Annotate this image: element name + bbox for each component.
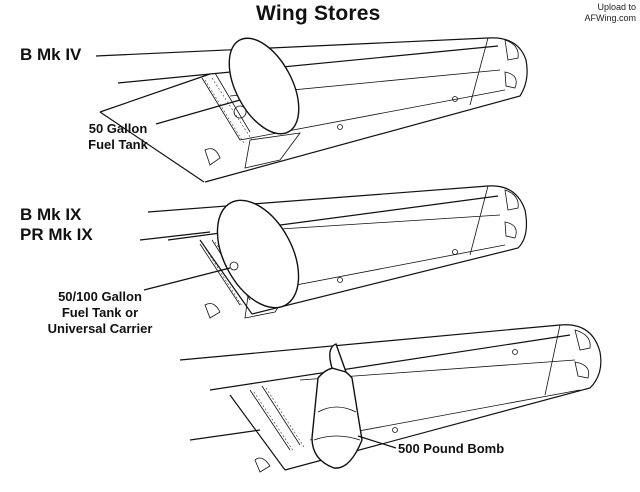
store-callout-line: Fuel Tank — [88, 137, 148, 152]
store-callout-bottom: 500 Pound Bomb — [398, 441, 504, 457]
model-label-line: PR Mk IX — [20, 225, 93, 244]
store-callout-line: 500 Pound Bomb — [398, 441, 505, 456]
wing-drawing-middle — [139, 185, 528, 319]
wing-drawing-bottom — [179, 324, 602, 473]
page-title: Wing Stores — [256, 2, 381, 25]
store-callout-line: Universal Carrier — [47, 321, 153, 336]
leader-lines — [143, 99, 397, 449]
model-label-line: B Mk IV — [20, 45, 82, 64]
store-callout-line: Fuel Tank or — [61, 305, 139, 320]
wing-drawing-top — [95, 37, 528, 183]
watermark: Upload to AFWing.com — [584, 2, 636, 24]
model-label-top: B Mk IV — [20, 45, 81, 65]
watermark-line-2: AFWing.com — [584, 13, 636, 23]
store-callout-middle: 50/100 Gallon Fuel Tank or Universal Car… — [40, 289, 160, 337]
watermark-line-1: Upload to — [597, 2, 636, 12]
store-callout-line: 50/100 Gallon — [58, 289, 142, 304]
model-label-middle: B Mk IX PR Mk IX — [20, 205, 93, 245]
store-callout-top: 50 Gallon Fuel Tank — [80, 121, 156, 153]
model-label-line: B Mk IX — [20, 205, 82, 224]
store-callout-line: 50 Gallon — [88, 121, 148, 136]
